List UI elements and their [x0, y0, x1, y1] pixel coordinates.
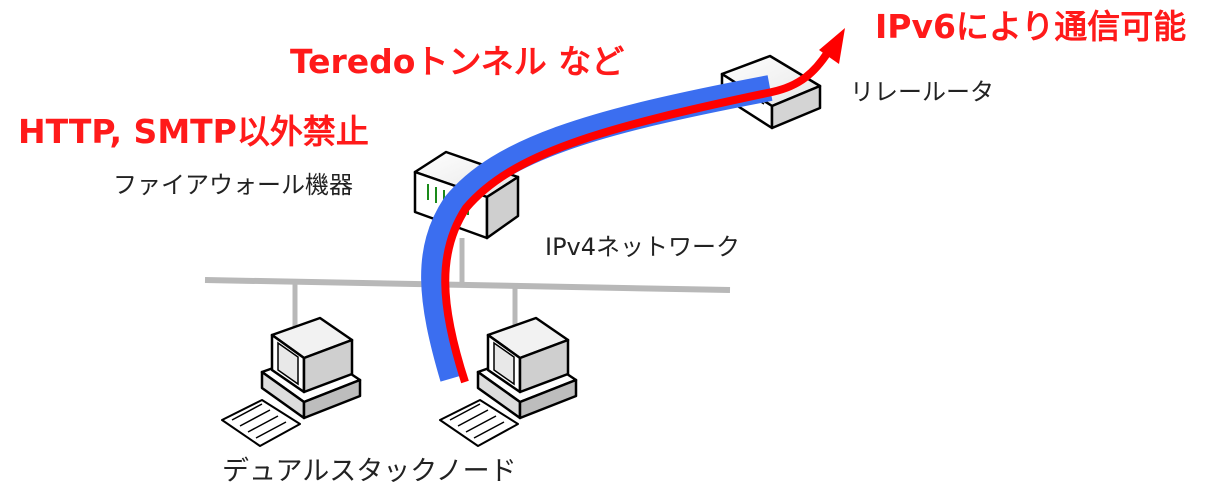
pc-icon: [439, 316, 578, 447]
ipv6-label: IPv6により通信可能: [875, 7, 1187, 46]
http-smtp-label: HTTP, SMTP以外禁止: [18, 112, 369, 151]
pc-icon: [221, 316, 362, 447]
teredo-tunnel-path: [421, 75, 773, 382]
relay-router-label: リレールータ: [850, 78, 994, 106]
teredo-label: Teredoトンネル など: [290, 42, 625, 81]
ipv6-path: [441, 49, 832, 384]
arrowhead-icon: [819, 28, 845, 64]
dual-stack-node-label: デュアルスタックノード: [222, 456, 517, 487]
ipv4-network-label: IPv4ネットワーク: [545, 233, 741, 261]
firewall-label: ファイアウォール機器: [113, 171, 353, 199]
